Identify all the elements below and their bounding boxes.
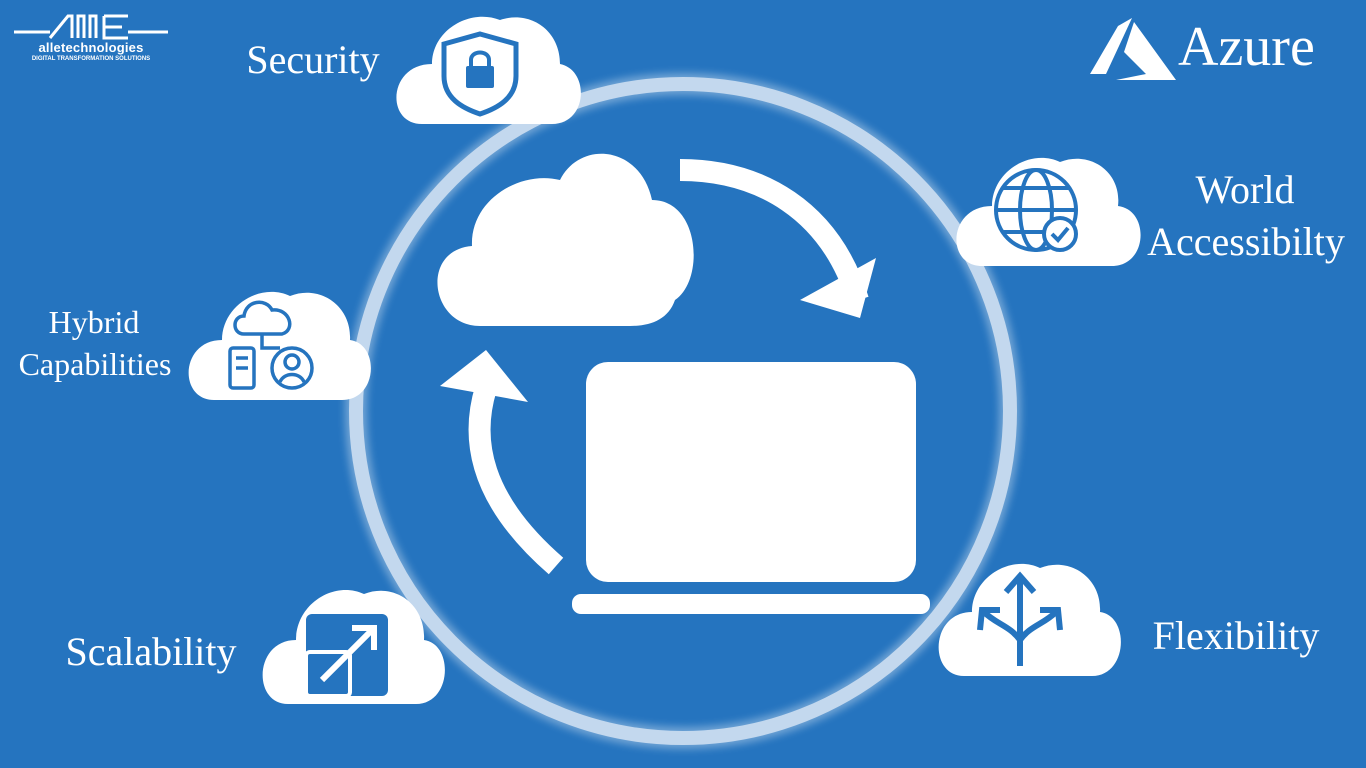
- scalability-label: Scalability: [65, 629, 237, 674]
- globe-check-icon: [994, 168, 1078, 252]
- brand-tagline: DIGITAL TRANSFORMATION SOLUTIONS: [31, 56, 151, 62]
- expand-arrow-icon: [304, 614, 388, 698]
- flexibility-label: Flexibility: [1152, 613, 1320, 658]
- split-arrows-icon: [977, 571, 1063, 666]
- scalability-cloud: [262, 589, 445, 704]
- hybrid-label-line1: Hybrid: [48, 304, 140, 340]
- laptop-screen-icon: [586, 362, 916, 582]
- shield-lock-icon: [441, 31, 519, 117]
- hybrid-cloud: [188, 291, 371, 400]
- azure-title: Azure: [1178, 16, 1315, 78]
- outer-ring: [349, 77, 1017, 745]
- brand-name: alletechnologies: [38, 40, 144, 55]
- laptop-base-icon: [572, 594, 930, 614]
- arrow-to-laptop-icon: [679, 159, 869, 304]
- arrow-to-cloud-icon: [468, 384, 564, 575]
- security-cloud: [396, 16, 581, 125]
- flexibility-cloud: [938, 563, 1121, 676]
- world-label-line1: World: [1195, 167, 1295, 212]
- world-label-line2: Accessibilty: [1147, 219, 1345, 264]
- cloud-server-user-icon: [228, 300, 314, 390]
- center-cloud-icon: [437, 153, 694, 326]
- azure-logo-icon: [1090, 18, 1176, 80]
- world-cloud: [956, 157, 1141, 266]
- alletechnologies-logo: [14, 14, 168, 40]
- hybrid-label-line2: Capabilities: [18, 346, 172, 382]
- security-label: Security: [246, 37, 380, 82]
